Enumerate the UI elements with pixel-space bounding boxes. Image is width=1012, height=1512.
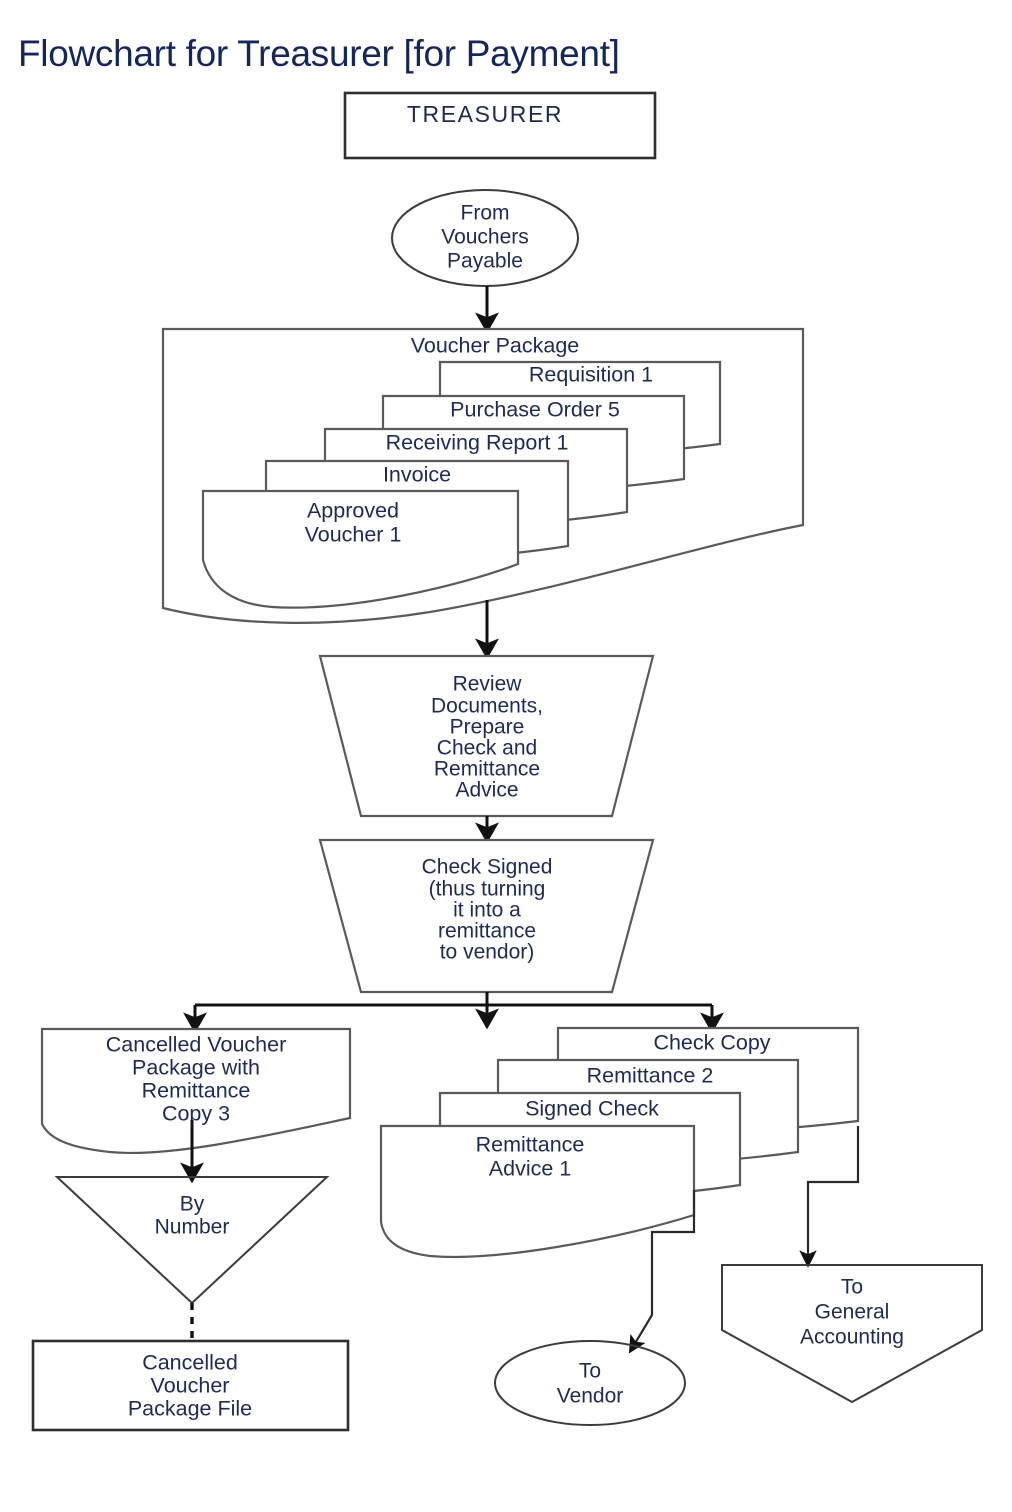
- from-vouchers-line1: From: [461, 202, 510, 225]
- remittance-1-line2: Advice 1: [489, 1157, 571, 1181]
- node-to-general-accounting[interactable]: To General Accounting: [721, 1264, 983, 1404]
- invoice-label: Invoice: [383, 463, 451, 487]
- node-cancelled-voucher-package[interactable]: Cancelled Voucher Package with Remittanc…: [40, 1027, 352, 1155]
- cvp-file-line1: Cancelled: [142, 1351, 238, 1375]
- cancelled-voucher-line4: Copy 3: [162, 1102, 230, 1126]
- signed-check-label: Signed Check: [525, 1097, 659, 1121]
- review-prepare-line2: Documents,: [431, 695, 543, 718]
- to-general-accounting-line1: To: [841, 1276, 863, 1299]
- node-approved-voucher[interactable]: Approved Voucher 1: [201, 489, 520, 609]
- requisition-label: Requisition 1: [529, 363, 653, 387]
- approved-voucher-line2: Voucher 1: [305, 523, 402, 547]
- to-vendor-line1: To: [579, 1360, 601, 1383]
- node-to-vendor[interactable]: To Vendor: [494, 1340, 686, 1426]
- node-by-number[interactable]: By Number: [54, 1176, 330, 1305]
- review-prepare-line4: Check and: [437, 737, 537, 760]
- to-vendor-line2: Vendor: [557, 1385, 624, 1408]
- node-cvp-file[interactable]: Cancelled Voucher Package File: [31, 1339, 350, 1432]
- node-check-signed[interactable]: Check Signed (thus turning it into a rem…: [318, 838, 655, 994]
- by-number-line1: By: [180, 1193, 205, 1216]
- check-signed-line2: (thus turning: [429, 878, 546, 901]
- page-title: Flowchart for Treasurer [for Payment]: [18, 32, 620, 74]
- review-prepare-line5: Remittance: [434, 758, 540, 781]
- by-number-line2: Number: [155, 1216, 230, 1239]
- review-prepare-line3: Prepare: [450, 716, 525, 739]
- node-treasurer-label: TREASURER: [407, 101, 563, 127]
- cancelled-voucher-line2: Package with: [132, 1056, 260, 1080]
- to-general-accounting-line2: General: [815, 1301, 890, 1324]
- cvp-file-line2: Voucher: [151, 1374, 230, 1398]
- node-review-prepare[interactable]: Review Documents, Prepare Check and Remi…: [318, 654, 655, 818]
- review-prepare-line6: Advice: [455, 779, 518, 802]
- check-signed-line4: remittance: [438, 920, 536, 943]
- remittance-2-label: Remittance 2: [587, 1064, 714, 1088]
- remittance-1-line1: Remittance: [476, 1133, 585, 1157]
- check-signed-line1: Check Signed: [422, 856, 553, 879]
- receiving-report-label: Receiving Report 1: [386, 431, 569, 455]
- check-copy-label: Check Copy: [653, 1031, 770, 1055]
- to-general-accounting-line3: Accounting: [800, 1326, 904, 1349]
- from-vouchers-line2: Vouchers: [441, 226, 529, 249]
- from-vouchers-line3: Payable: [447, 250, 523, 273]
- node-treasurer[interactable]: TREASURER: [343, 91, 657, 160]
- edge-checkcopy-to-general-accounting: [799, 1126, 860, 1268]
- voucher-package-label: Voucher Package: [411, 334, 580, 358]
- purchase-order-label: Purchase Order 5: [450, 398, 620, 422]
- cancelled-voucher-line1: Cancelled Voucher: [106, 1033, 286, 1057]
- cancelled-voucher-line3: Remittance: [142, 1079, 251, 1103]
- edge-checksigned-split: [183, 992, 724, 1034]
- check-signed-line3: it into a: [453, 899, 521, 922]
- approved-voucher-line1: Approved: [307, 499, 399, 523]
- node-from-vouchers-payable[interactable]: From Vouchers Payable: [391, 189, 579, 287]
- edge-signedcheck-to-vendor: [628, 1190, 696, 1354]
- node-remittance-advice-1[interactable]: Remittance Advice 1: [379, 1124, 696, 1259]
- review-prepare-line1: Review: [453, 673, 523, 696]
- check-signed-line5: to vendor): [440, 941, 535, 964]
- cvp-file-line3: Package File: [128, 1397, 252, 1421]
